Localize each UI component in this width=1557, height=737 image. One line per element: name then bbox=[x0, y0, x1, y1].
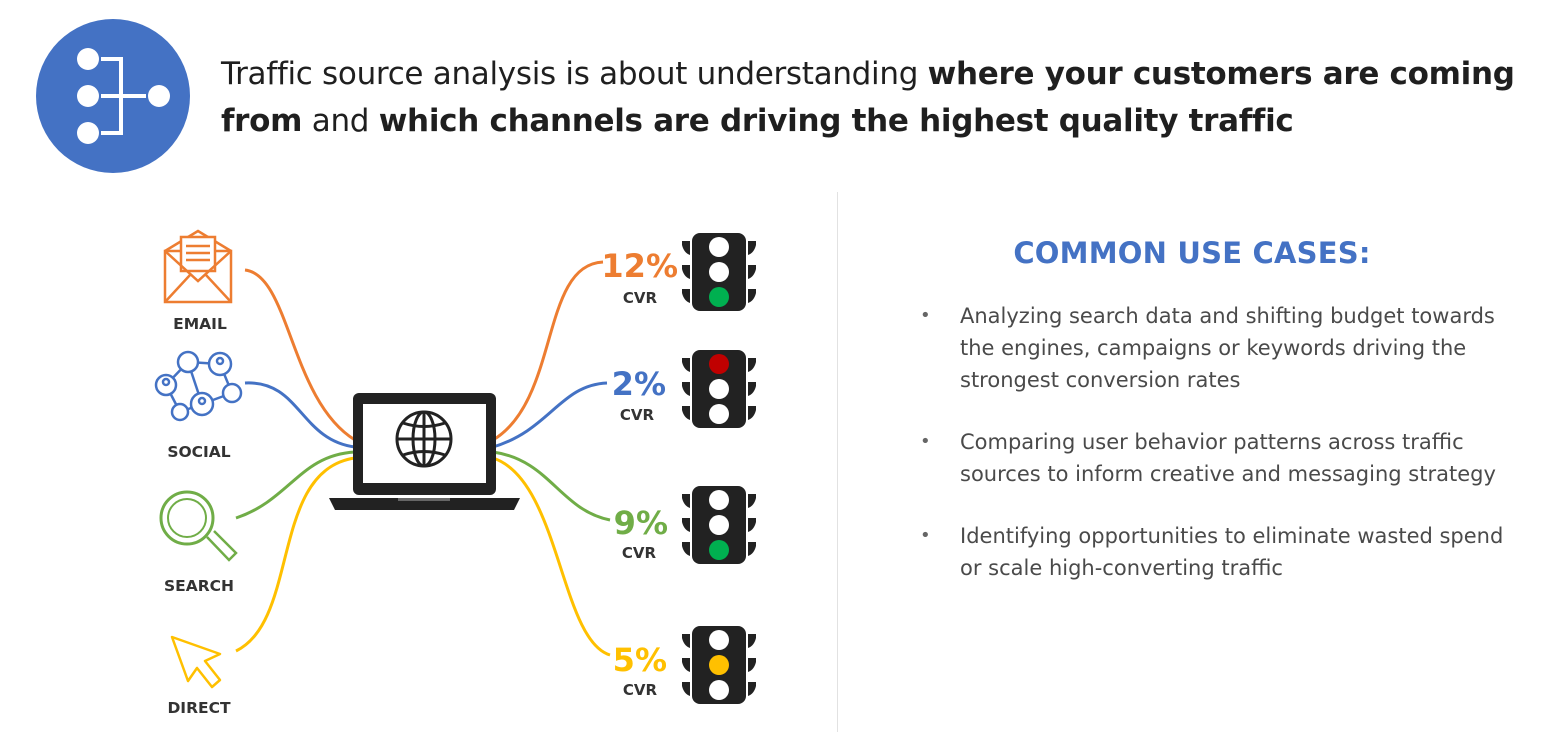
laptop-globe-icon bbox=[329, 393, 520, 510]
light-visor bbox=[682, 658, 690, 672]
outcome-1-connector bbox=[492, 260, 604, 442]
headline-bold-1: where your customers are coming from bbox=[221, 56, 1515, 139]
bullet-icon: • bbox=[920, 431, 931, 452]
light-visor bbox=[748, 518, 756, 532]
use-cases-list: • Analyzing search data and shifting budg… bbox=[920, 300, 1520, 614]
outcome-metric-2: CVR bbox=[620, 406, 655, 424]
lamp-red-on bbox=[709, 354, 729, 374]
outcome-metric-4: CVR bbox=[623, 681, 658, 699]
cursor-arrow-icon bbox=[170, 635, 222, 689]
light-visor bbox=[682, 406, 690, 420]
light-visor bbox=[748, 406, 756, 420]
connector-lines bbox=[235, 260, 611, 657]
light-visor bbox=[748, 289, 756, 303]
light-visor bbox=[682, 518, 690, 532]
light-visor bbox=[682, 382, 690, 396]
lamp-green-off bbox=[709, 680, 729, 700]
logo-circle bbox=[36, 19, 190, 173]
flow-diagram-icon bbox=[77, 48, 170, 144]
light-visor bbox=[748, 634, 756, 648]
light-visor bbox=[682, 494, 690, 508]
use-case-text: Analyzing search data and shifting budge… bbox=[960, 304, 1495, 392]
use-case-item: • Comparing user behavior patterns across… bbox=[920, 426, 1520, 490]
lamp-yellow-on bbox=[709, 655, 729, 675]
magnifier-icon bbox=[159, 490, 238, 562]
light-visor bbox=[748, 265, 756, 279]
light-visor bbox=[748, 382, 756, 396]
source-label-direct: DIRECT bbox=[167, 699, 231, 717]
traffic-light-icon-1 bbox=[682, 233, 756, 311]
social-network-icon bbox=[154, 350, 243, 422]
outcome-percent-3: 9% bbox=[614, 504, 668, 542]
outcome-3-connector bbox=[492, 450, 611, 522]
lamp-green-on bbox=[709, 540, 729, 560]
traffic-light-icon-3 bbox=[682, 486, 756, 564]
bullet-icon: • bbox=[920, 305, 931, 326]
lamp-red-off bbox=[709, 237, 729, 257]
outcome-percent-1: 12% bbox=[601, 247, 678, 285]
outcome-4-connector bbox=[492, 456, 611, 657]
traffic-light-icon-2 bbox=[682, 350, 756, 428]
use-case-text: Comparing user behavior patterns across … bbox=[960, 430, 1496, 486]
vertical-divider bbox=[837, 192, 838, 732]
headline-text-1: Traffic source analysis is about underst… bbox=[221, 56, 928, 92]
light-visor bbox=[682, 289, 690, 303]
outcome-metric-1: CVR bbox=[623, 289, 658, 307]
light-visor bbox=[682, 542, 690, 556]
light-visor bbox=[682, 358, 690, 372]
source-label-search: SEARCH bbox=[164, 577, 234, 595]
direct-connector bbox=[235, 456, 356, 653]
lamp-red-off bbox=[709, 490, 729, 510]
envelope-icon bbox=[163, 229, 233, 304]
social-connector bbox=[244, 381, 356, 449]
use-case-text: Identifying opportunities to eliminate w… bbox=[960, 524, 1504, 580]
light-visor bbox=[682, 241, 690, 255]
light-visor bbox=[748, 658, 756, 672]
lamp-green-on bbox=[709, 287, 729, 307]
light-visor bbox=[682, 265, 690, 279]
light-visor bbox=[682, 634, 690, 648]
outcome-percent-4: 5% bbox=[613, 641, 667, 679]
search-connector bbox=[235, 450, 356, 520]
traffic-diagram: EMAIL SOCIAL SEARCH DIRECT bbox=[154, 229, 756, 717]
headline-text-2: and bbox=[302, 103, 379, 139]
outcome-2-connector bbox=[492, 381, 608, 449]
lamp-yellow-off bbox=[709, 379, 729, 399]
source-label-email: EMAIL bbox=[173, 315, 227, 333]
light-visor bbox=[748, 358, 756, 372]
use-cases-title: COMMON USE CASES: bbox=[1013, 236, 1371, 270]
lamp-yellow-off bbox=[709, 262, 729, 282]
headline: Traffic source analysis is about underst… bbox=[221, 51, 1521, 145]
traffic-light-icon-4 bbox=[682, 626, 756, 704]
light-visor bbox=[748, 241, 756, 255]
headline-bold-2: which channels are driving the highest q… bbox=[378, 103, 1294, 139]
light-visor bbox=[748, 542, 756, 556]
light-visor bbox=[682, 682, 690, 696]
light-visor bbox=[748, 494, 756, 508]
lamp-red-off bbox=[709, 630, 729, 650]
lamp-yellow-off bbox=[709, 515, 729, 535]
outcome-percent-2: 2% bbox=[612, 365, 666, 403]
source-label-social: SOCIAL bbox=[167, 443, 230, 461]
bullet-icon: • bbox=[920, 525, 931, 546]
use-case-item: • Identifying opportunities to eliminate … bbox=[920, 520, 1520, 584]
use-case-item: • Analyzing search data and shifting budg… bbox=[920, 300, 1520, 396]
lamp-green-off bbox=[709, 404, 729, 424]
email-connector bbox=[244, 268, 356, 442]
light-visor bbox=[748, 682, 756, 696]
outcome-metric-3: CVR bbox=[622, 544, 657, 562]
